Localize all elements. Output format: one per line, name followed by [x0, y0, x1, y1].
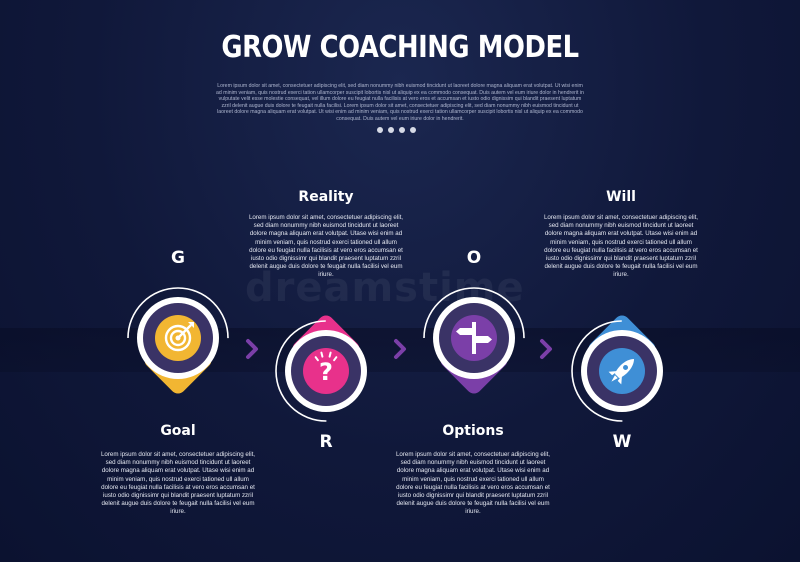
outer-ring: [571, 320, 673, 422]
step-node: [571, 315, 673, 422]
step-heading-reality: Reality: [298, 189, 354, 205]
page-title: GROW COACHING MODEL: [221, 30, 579, 65]
step-heading-options: Options: [442, 423, 504, 439]
outer-ring: [275, 320, 377, 422]
chevron-right-icon: [246, 339, 258, 359]
target-icon: [164, 322, 194, 352]
outer-ring: [423, 287, 525, 389]
step-desc-goal: Lorem ipsum dolor sit amet, consectetuer…: [100, 451, 256, 516]
step-heading-goal: Goal: [160, 423, 196, 439]
question-icon: ?: [314, 351, 338, 386]
dot: [399, 127, 405, 133]
icon-badge: [303, 348, 349, 394]
step-desc-will: Lorem ipsum dolor sit amet, consectetuer…: [543, 214, 699, 279]
step-node: [423, 287, 525, 394]
step-node: [127, 287, 229, 394]
dot: [388, 127, 394, 133]
outer-ring: [127, 287, 229, 389]
dot: [377, 127, 383, 133]
step-letter-g: G: [171, 248, 185, 268]
dot: [410, 127, 416, 133]
signpost-icon: [456, 322, 492, 354]
step-letter-r: R: [319, 432, 333, 452]
step-letter-w: W: [612, 432, 632, 452]
step-desc-reality: Lorem ipsum dolor sit amet, consectetuer…: [248, 214, 404, 279]
pagination-dots: [377, 127, 416, 133]
svg-text:?: ?: [319, 358, 333, 386]
chevron-right-icon: [394, 339, 406, 359]
rocket-icon: [608, 358, 635, 385]
step-desc-options: Lorem ipsum dolor sit amet, consectetuer…: [395, 451, 551, 516]
step-heading-will: Will: [606, 189, 636, 205]
intro-text: Lorem ipsum dolor sit amet, consectetuer…: [216, 83, 584, 122]
step-node: ?: [275, 315, 377, 422]
step-letter-o: O: [466, 248, 482, 268]
chevron-right-icon: [540, 339, 552, 359]
timeline-band: [0, 328, 800, 372]
